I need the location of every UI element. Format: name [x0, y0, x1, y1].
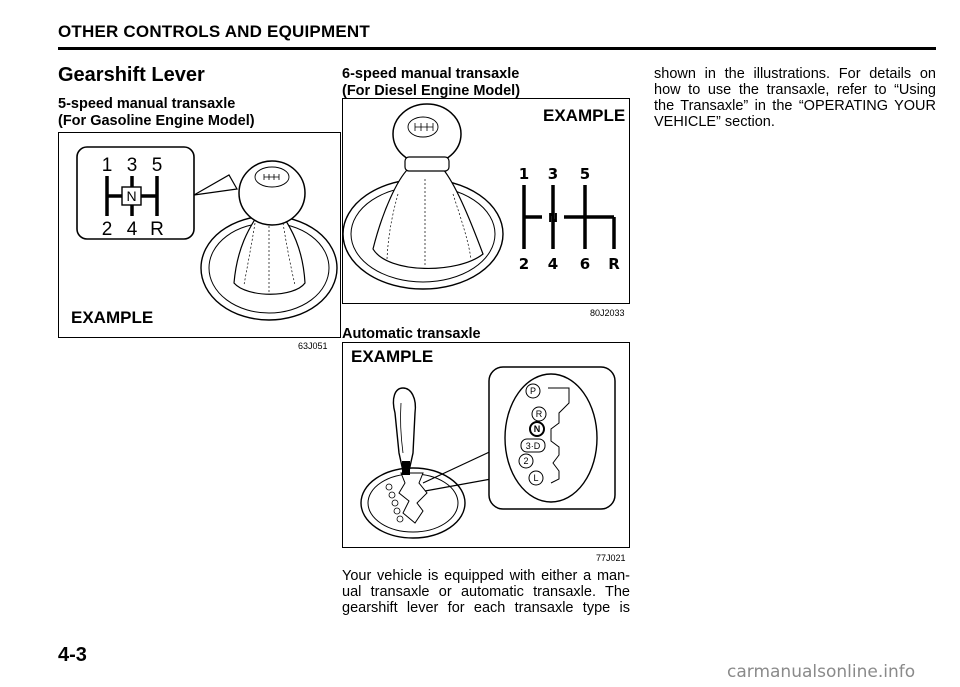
example-label: EXAMPLE: [543, 106, 626, 125]
page-number: 4-3: [58, 644, 87, 666]
example-label: EXAMPLE: [351, 347, 434, 366]
section-header: OTHER CONTROLS AND EQUIPMENT: [58, 22, 370, 41]
subtitle-6speed: 6-speed manual transaxle (For Diesel Eng…: [342, 66, 520, 100]
watermark: carmanualsonline.info: [727, 662, 916, 682]
shift-boot: [233, 212, 306, 295]
gate-label: 1: [519, 165, 529, 183]
header-rule: [58, 47, 936, 50]
paragraph-line: VEHICLE” section.: [654, 114, 775, 130]
figure-5speed: N 1 3 5 2 4 R EXAMPLE: [58, 132, 341, 338]
neutral-label: N: [548, 211, 558, 225]
figure-code: 63J051: [298, 341, 328, 351]
figure-automatic: P R N 3·D 2 L EXAMPLE: [342, 342, 630, 548]
gate-label: 4: [127, 219, 138, 240]
callout-pointer: [193, 174, 238, 196]
shift-lever-6speed-illustration: 1 3 5 N 2 4 6 R: [343, 103, 620, 290]
figure-code: 80J2033: [590, 308, 625, 318]
gate-label: 2: [102, 219, 113, 240]
gate-label: 3: [127, 155, 138, 176]
position-label: R: [536, 409, 543, 419]
figure-6speed: 1 3 5 N 2 4 6 R EXAMPLE: [342, 98, 630, 304]
gate-label: R: [608, 255, 620, 273]
shift-knob: [392, 103, 462, 165]
neutral-label: N: [126, 188, 136, 204]
gate-label: 5: [152, 155, 163, 176]
subtitle-6speed-line1: 6-speed manual transaxle: [342, 66, 520, 82]
shift-knob: [238, 160, 306, 226]
shift-lever-5speed-illustration: N 1 3 5 2 4 R: [76, 146, 338, 321]
shift-lever-automatic-illustration: P R N 3·D 2 L: [360, 366, 616, 539]
page-title: Gearshift Lever: [58, 64, 205, 86]
position-label: P: [530, 386, 536, 396]
subtitle-5speed: 5-speed manual transaxle (For Gasoline E…: [58, 96, 255, 130]
subtitle-6speed-line2: (For Diesel Engine Model): [342, 83, 521, 99]
paragraph-line: shown in the illustrations. For details …: [654, 66, 936, 82]
example-label: EXAMPLE: [71, 308, 154, 327]
gate-label: 5: [580, 165, 590, 183]
paragraph-line: ual transaxle or automatic transaxle. Th…: [342, 584, 630, 600]
neutral-box: [121, 186, 142, 206]
position-label: L: [533, 473, 538, 483]
paragraph-line: how to use the transaxle, refer to “Usin…: [654, 82, 936, 98]
paragraph-line: gearshift lever for each transaxle type …: [342, 600, 630, 616]
shift-lever: [392, 387, 417, 472]
position-label: 3·D: [526, 441, 541, 451]
position-label: N: [534, 424, 541, 434]
paragraph-line: the Transaxle” in the “OPERATING YOUR: [654, 98, 936, 114]
continued-paragraph: shown in the illustrations. For details …: [654, 66, 936, 130]
gate-label: 4: [548, 255, 558, 273]
subtitle-5speed-line1: 5-speed manual transaxle: [58, 96, 236, 112]
paragraph-line: Your vehicle is equipped with either a m…: [342, 568, 630, 584]
subtitle-5speed-line2: (For Gasoline Engine Model): [58, 113, 255, 129]
figure-code: 77J021: [596, 553, 626, 563]
intro-paragraph: Your vehicle is equipped with either a m…: [342, 568, 630, 616]
gate-label: 6: [580, 255, 590, 273]
subtitle-automatic: Automatic transaxle: [342, 326, 481, 342]
gate-label: 2: [519, 255, 529, 273]
position-label: 2: [523, 456, 528, 466]
shift-boot: [372, 168, 484, 269]
shift-gate-6speed: [522, 185, 616, 249]
gate-label: R: [150, 219, 164, 240]
gate-label: 1: [102, 155, 113, 176]
gate-label: 3: [548, 165, 558, 183]
